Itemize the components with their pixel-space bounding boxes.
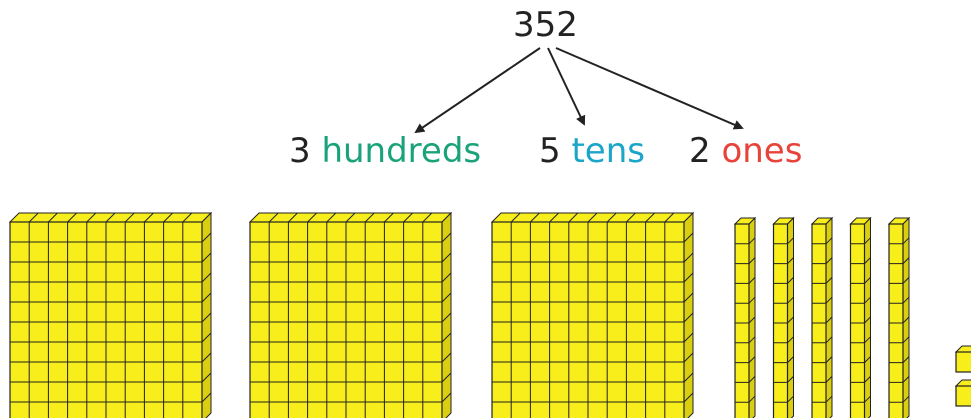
ones-digit: 2 [689,131,711,171]
block-front-face [734,223,750,418]
arrow-to-ones [555,47,744,130]
block-front-face [955,351,971,373]
block-grid-lines [10,212,212,418]
tens-word: tens [571,131,645,171]
hundreds-word: hundreds [321,131,482,171]
ten-rod-5 [887,216,911,418]
one-cube-2 [954,379,971,407]
block-front-face [811,223,827,418]
block-top-face [954,345,971,353]
ten-rod-1 [733,216,757,418]
one-cube-1 [954,345,971,373]
block-grid-lines [735,237,756,403]
block-grid-lines [889,237,910,403]
block-grid-lines [773,237,794,403]
tens-label: 5 tens [539,134,645,168]
block-side-face [201,211,212,418]
arrow-to-tens [547,47,586,126]
block-grid-lines [492,212,694,418]
hundred-flat-1 [8,211,213,418]
block-grid-lines [812,237,833,403]
ten-rod-3 [810,216,834,418]
block-front-face [888,223,904,418]
block-front-face [955,385,971,407]
block-front-face [849,223,866,418]
ten-rod-2 [772,216,795,418]
block-top-face [954,379,971,387]
arrow-to-hundreds [414,47,541,134]
hundreds-digit: 3 [289,131,311,171]
hundreds-label: 3 hundreds [289,134,481,168]
block-side-face [683,211,694,418]
ten-rod-4 [849,216,872,418]
ones-label: 2 ones [689,134,802,168]
block-side-face [441,211,452,418]
block-grid-lines [250,212,452,418]
block-front-face [772,223,789,418]
hundred-flat-3 [490,211,695,418]
hundred-flat-2 [248,211,453,418]
block-grid-lines [850,237,871,403]
number-352: 352 [513,5,578,45]
tens-digit: 5 [539,131,561,171]
ones-word: ones [721,131,803,171]
